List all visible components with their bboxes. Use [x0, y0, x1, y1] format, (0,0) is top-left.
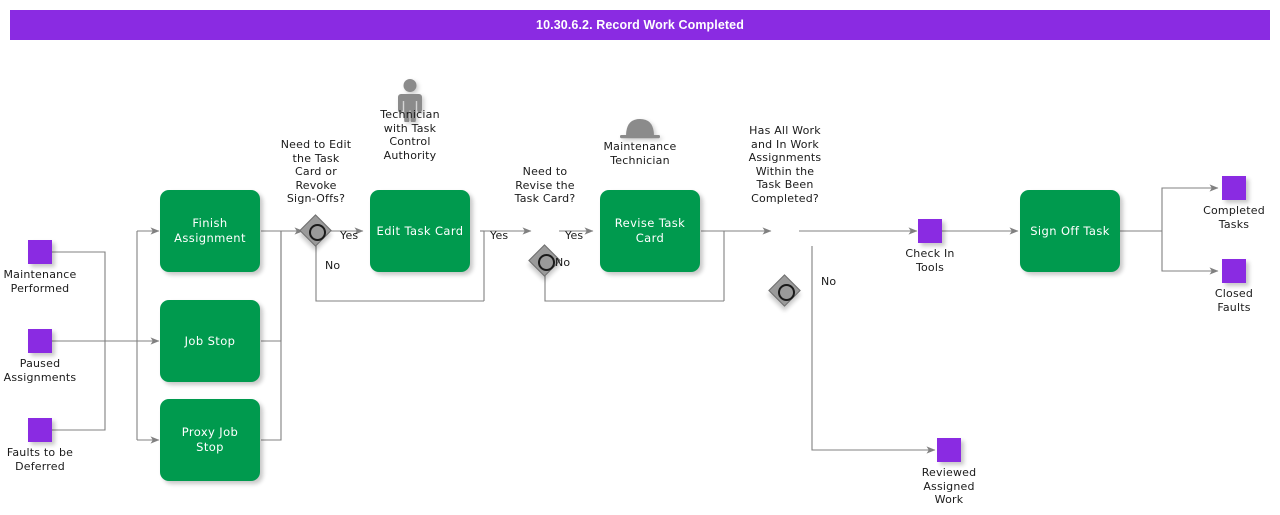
data-object-label: Maintenance Performed	[3, 268, 77, 295]
data-object-closed-faults[interactable]: Closed Faults	[1215, 259, 1253, 314]
task-label: Revise Task Card	[614, 216, 686, 245]
data-object-label: Faults to be Deferred	[6, 446, 74, 473]
branch-label-no-1: No	[325, 259, 341, 272]
gateway-edit-or-revoke-question: Need to Edit the Task Card or Revoke Sig…	[280, 138, 352, 205]
diagram-title-bar: 10.30.6.2. Record Work Completed	[10, 10, 1270, 40]
task-sign-off-task[interactable]: Sign Off Task	[1020, 190, 1120, 272]
data-object-label: Closed Faults	[1214, 287, 1254, 314]
gateway-circle-icon	[778, 284, 795, 301]
branch-label-yes-1: Yes	[340, 229, 359, 242]
data-object-reviewed-assigned-work[interactable]: Reviewed Assigned Work	[922, 438, 976, 506]
data-object-icon	[918, 219, 942, 243]
data-object-label: Paused Assignments	[3, 357, 77, 384]
branch-label-no-2: No	[555, 256, 571, 269]
task-finish-assignment[interactable]: Finish Assignment	[160, 190, 260, 272]
role-maintenance-technician: Maintenance Technician	[603, 112, 676, 167]
task-label: Finish Assignment	[174, 216, 246, 245]
data-object-label: Completed Tasks	[1203, 204, 1265, 231]
person-icon	[398, 79, 422, 122]
task-label: Proxy Job Stop	[181, 425, 239, 454]
task-revise-task-card[interactable]: Revise Task Card	[600, 190, 700, 272]
gateway-all-work-completed[interactable]	[768, 274, 801, 307]
gateway-circle-icon	[309, 224, 326, 241]
task-edit-task-card[interactable]: Edit Task Card	[370, 190, 470, 272]
data-object-icon	[937, 438, 961, 462]
gateway-revise-task-card-question: Need to Revise the Task Card?	[514, 165, 576, 205]
data-object-label: Check In Tools	[905, 247, 955, 274]
role-technician-with-task-control-authority: Technician with Task Control Authority	[380, 78, 440, 162]
hat-icon	[620, 119, 660, 139]
data-object-maintenance-performed[interactable]: Maintenance Performed	[3, 240, 76, 295]
role-label: Maintenance Technician	[603, 140, 677, 167]
task-job-stop[interactable]: Job Stop	[160, 300, 260, 382]
gateway-edit-or-revoke[interactable]	[299, 214, 332, 247]
data-object-icon	[1222, 259, 1246, 283]
data-object-icon	[1222, 176, 1246, 200]
gateway-all-work-completed-question: Has All Work and In Work Assignments Wit…	[748, 124, 822, 205]
data-object-check-in-tools[interactable]: Check In Tools	[905, 219, 954, 274]
data-object-faults-to-be-deferred[interactable]: Faults to be Deferred	[7, 418, 73, 473]
role-label: Technician with Task Control Authority	[380, 108, 440, 162]
task-label: Edit Task Card	[376, 223, 464, 238]
data-object-label: Reviewed Assigned Work	[921, 466, 977, 506]
page-title: 10.30.6.2. Record Work Completed	[536, 18, 744, 32]
gateway-circle-icon	[538, 254, 555, 271]
data-object-icon	[28, 240, 52, 264]
branch-label-no-3: No	[821, 275, 837, 288]
task-label: Sign Off Task	[1030, 223, 1110, 238]
data-object-icon	[28, 329, 52, 353]
task-label: Job Stop	[184, 333, 236, 348]
data-object-completed-tasks[interactable]: Completed Tasks	[1203, 176, 1265, 231]
data-object-paused-assignments[interactable]: Paused Assignments	[4, 329, 76, 384]
gateway-revise-task-card[interactable]	[528, 244, 561, 277]
branch-label-yes-2: Yes	[565, 229, 584, 242]
data-object-icon	[28, 418, 52, 442]
task-proxy-job-stop[interactable]: Proxy Job Stop	[160, 399, 260, 481]
branch-label-yes-edit-out: Yes	[490, 229, 509, 242]
